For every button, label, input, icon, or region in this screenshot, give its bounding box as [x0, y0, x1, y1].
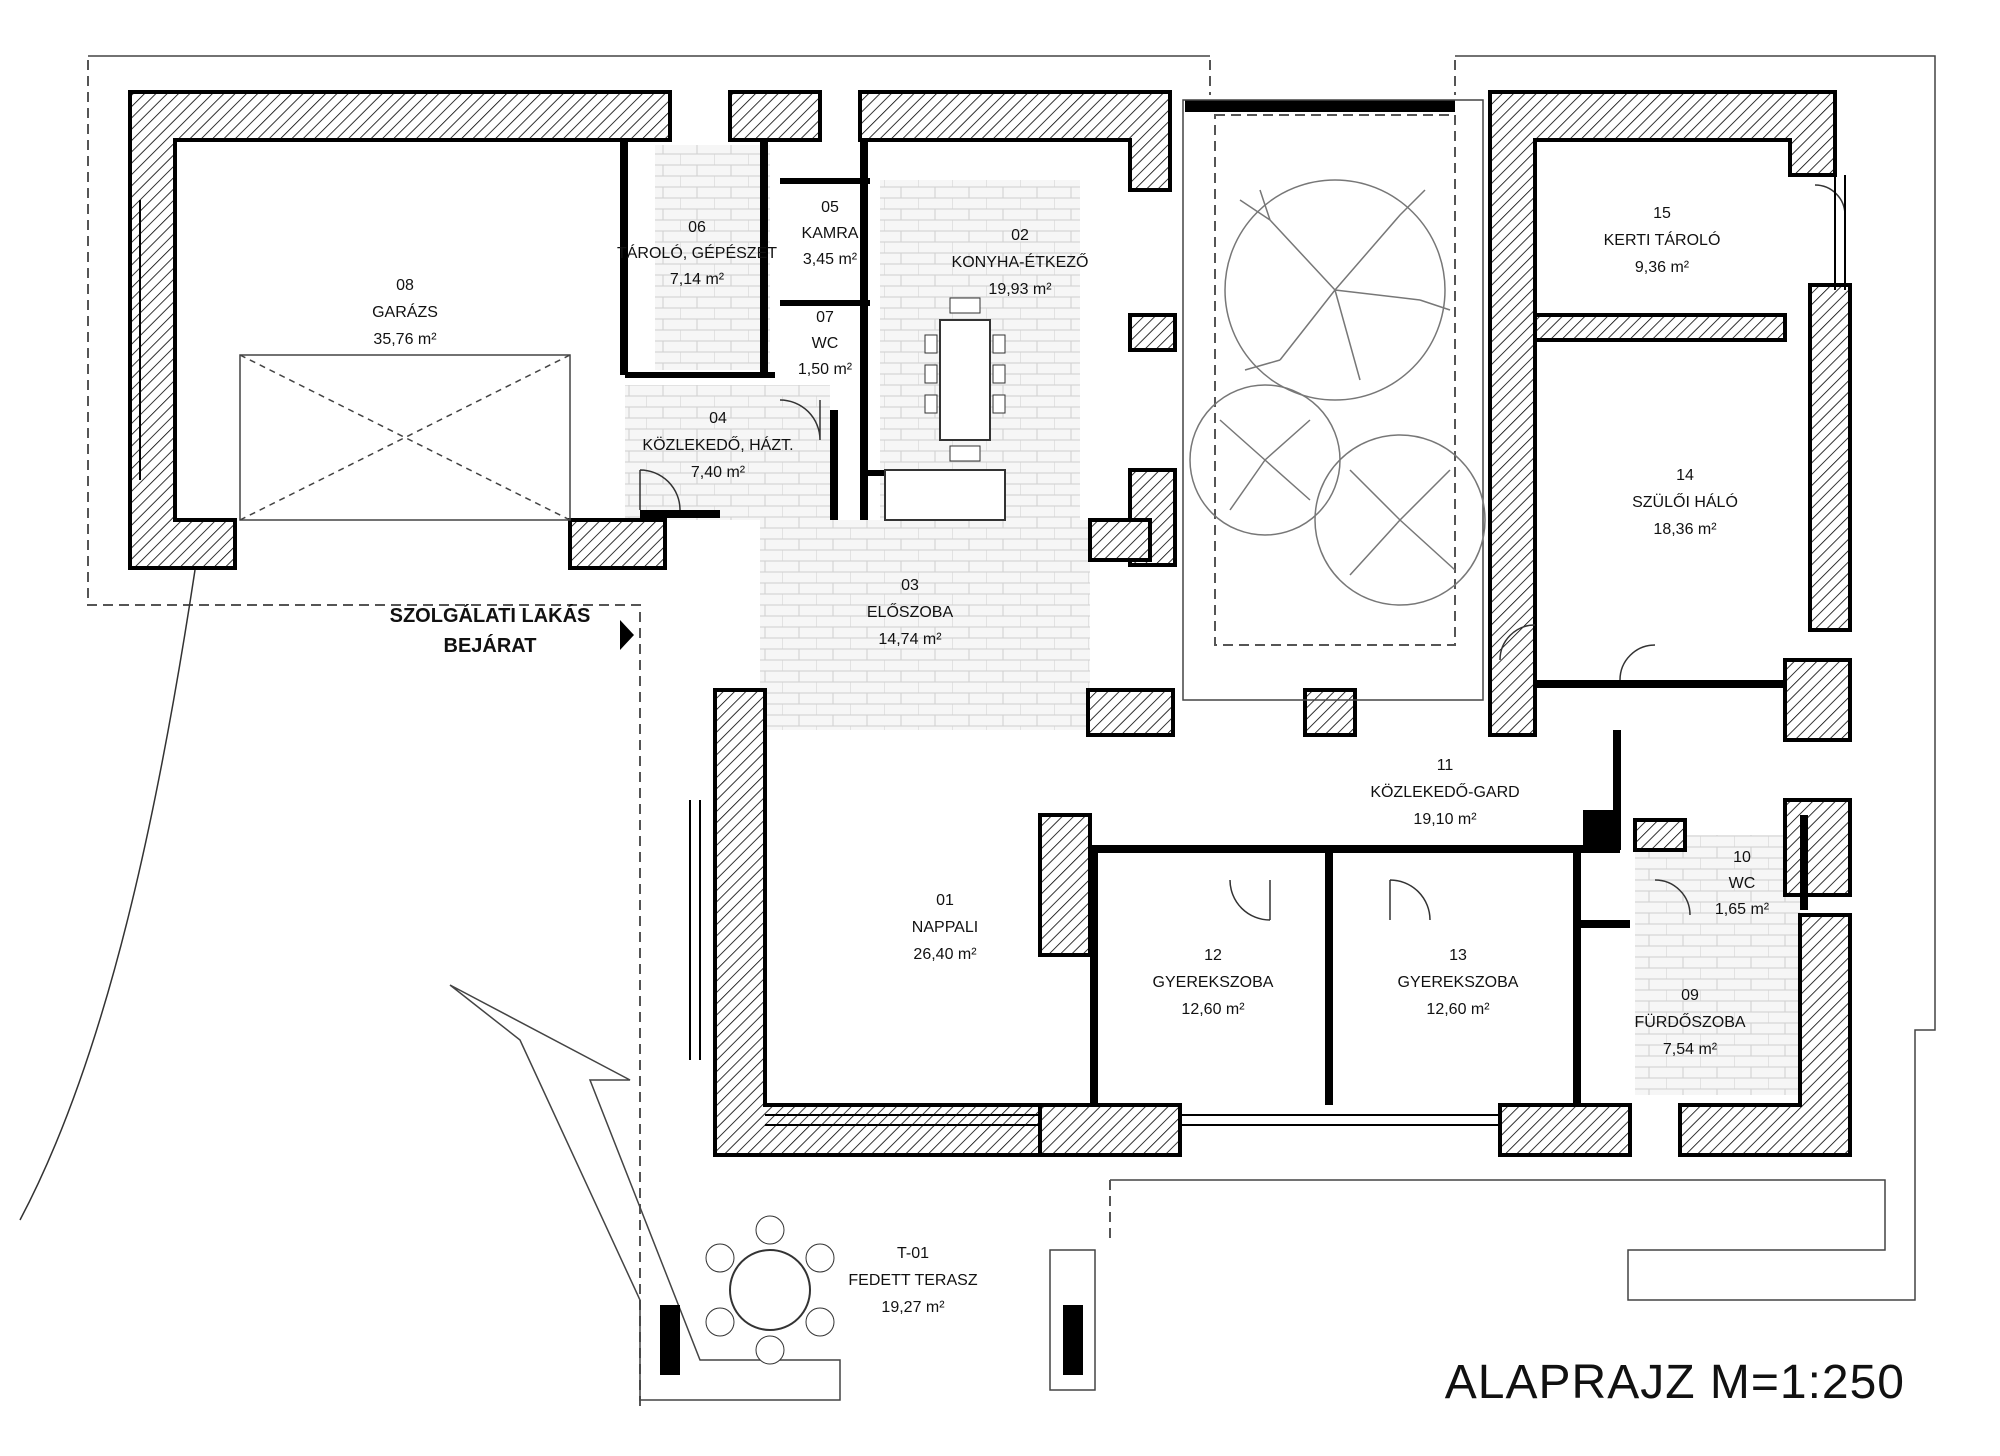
room-name: FEDETT TERASZ [848, 1272, 977, 1289]
room-number: 10 [1733, 849, 1751, 866]
room-area: 19,93 m² [988, 281, 1052, 298]
room-area: 14,74 m² [878, 631, 942, 648]
room-number: T-01 [897, 1245, 929, 1262]
room-label-r04: 04 KÖZLEKEDŐ, HÁZT. 7,40 m² [642, 410, 793, 481]
room-label-r12: 12 GYEREKSZOBA 12,60 m² [1153, 947, 1274, 1018]
garage-parking-outline [239, 354, 571, 521]
room-name: KONYHA-ÉTKEZŐ [952, 252, 1089, 271]
room-name: GYEREKSZOBA [1398, 974, 1519, 991]
room-label-r13: 13 GYEREKSZOBA 12,60 m² [1398, 947, 1519, 1018]
room-area: 3,45 m² [803, 251, 858, 268]
room-name: WC [812, 335, 839, 352]
courtyard [1182, 99, 1486, 701]
room-number: 08 [396, 277, 414, 294]
arrow-right-icon [620, 620, 634, 650]
room-number: 12 [1204, 947, 1222, 964]
room-area: 7,54 m² [1663, 1041, 1718, 1058]
room-area: 19,27 m² [881, 1299, 945, 1316]
room-area: 35,76 m² [373, 331, 437, 348]
room-label-r11: 11 KÖZLEKEDŐ-GARD 19,10 m² [1370, 757, 1519, 828]
room-name: GYEREKSZOBA [1153, 974, 1274, 991]
room-label-r07: 07 WC 1,50 m² [798, 309, 853, 378]
room-number: 05 [821, 199, 839, 216]
room-label-t01: T-01 FEDETT TERASZ 19,27 m² [848, 1245, 977, 1316]
room-area: 12,60 m² [1426, 1001, 1490, 1018]
room-name: SZÜLŐI HÁLÓ [1632, 492, 1738, 511]
room-name: FÜRDŐSZOBA [1634, 1012, 1745, 1031]
room-number: 01 [936, 892, 954, 909]
room-number: 06 [688, 219, 706, 236]
room-area: 9,36 m² [1635, 259, 1690, 276]
room-label-r08: 08 GARÁZS 35,76 m² [372, 277, 438, 348]
room-area: 12,60 m² [1181, 1001, 1245, 1018]
room-name: ELŐSZOBA [867, 602, 954, 621]
room-name: NAPPALI [912, 919, 978, 936]
room-label-r05: 05 KAMRA 3,45 m² [802, 199, 859, 268]
entrance-text-line2: BEJÁRAT [444, 634, 537, 657]
exterior-walls [128, 90, 1852, 1157]
room-number: 03 [901, 577, 919, 594]
tree-icon [1189, 384, 1341, 536]
room-area: 7,40 m² [691, 464, 746, 481]
room-name: WC [1729, 875, 1756, 892]
room-area: 19,10 m² [1413, 811, 1477, 828]
room-number: 09 [1681, 987, 1699, 1004]
room-number: 14 [1676, 467, 1694, 484]
room-area: 18,36 m² [1653, 521, 1717, 538]
room-name: KAMRA [802, 225, 859, 242]
room-label-r02: 02 KONYHA-ÉTKEZŐ 19,93 m² [952, 227, 1089, 298]
room-area: 1,50 m² [798, 361, 853, 378]
room-label-r06: 06 TÁROLÓ, GÉPÉSZET 7,14 m² [617, 219, 777, 288]
room-area: 1,65 m² [1715, 901, 1770, 918]
room-number: 07 [816, 309, 834, 326]
room-label-r03: 03 ELŐSZOBA 14,74 m² [867, 577, 954, 648]
room-name: KÖZLEKEDŐ-GARD [1370, 782, 1519, 801]
room-name: GARÁZS [372, 302, 438, 321]
room-label-r01: 01 NAPPALI 26,40 m² [912, 892, 978, 963]
tree-icon [1314, 434, 1486, 606]
room-label-r09: 09 FÜRDŐSZOBA 7,54 m² [1634, 987, 1745, 1058]
room-area: 26,40 m² [913, 946, 977, 963]
tree-icon [1224, 179, 1451, 401]
dining-table [924, 297, 1006, 462]
room-number: 02 [1011, 227, 1029, 244]
terrace [449, 984, 1096, 1401]
room-label-r10: 10 WC 1,65 m² [1715, 849, 1770, 918]
room-number: 15 [1653, 205, 1671, 222]
room-number: 13 [1449, 947, 1467, 964]
drawing-title: ALAPRAJZ M=1:250 [1445, 1356, 1905, 1409]
room-label-r14: 14 SZÜLŐI HÁLÓ 18,36 m² [1632, 467, 1738, 538]
room-name: TÁROLÓ, GÉPÉSZET [617, 243, 777, 262]
entrance-label: SZOLGÁLATI LAKÁS BEJÁRAT [390, 604, 634, 657]
room-area: 7,14 m² [670, 271, 725, 288]
room-name: KERTI TÁROLÓ [1604, 230, 1721, 249]
windows [129, 175, 1846, 1126]
room-number: 04 [709, 410, 727, 427]
room-name: KÖZLEKEDŐ, HÁZT. [642, 435, 793, 454]
room-label-r15: 15 KERTI TÁROLÓ 9,36 m² [1604, 205, 1721, 276]
entrance-text-line1: SZOLGÁLATI LAKÁS [390, 604, 591, 627]
garage-door-sweep [19, 569, 196, 1221]
site-outline [87, 55, 1936, 1410]
tiled-floors [625, 145, 1800, 1095]
kitchen-counter [884, 469, 1006, 521]
room-number: 11 [1437, 757, 1454, 774]
